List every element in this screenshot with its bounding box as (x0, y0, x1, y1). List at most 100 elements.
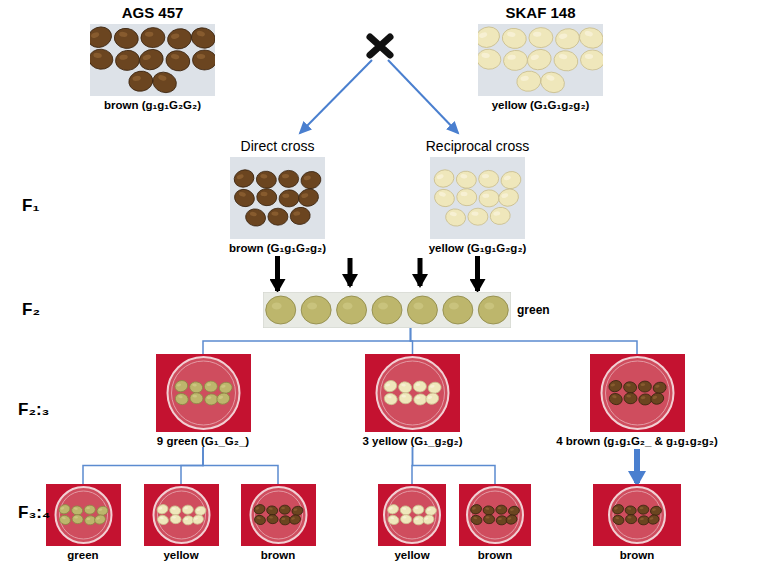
seed (478, 170, 499, 188)
seed (483, 505, 495, 516)
seed (266, 296, 296, 324)
seed (71, 514, 83, 524)
seed (137, 47, 166, 73)
phenotype-caption: brown (478, 549, 513, 561)
phenotype-caption: green (67, 549, 98, 561)
seed (470, 514, 483, 526)
seed (623, 392, 637, 404)
seed (244, 207, 267, 228)
seed-photo (365, 354, 460, 432)
generation-label: F₂:₃ (18, 400, 49, 420)
seed (182, 505, 193, 514)
seed-photo (90, 24, 215, 96)
seed (386, 503, 399, 515)
seed (398, 381, 413, 394)
seed (115, 49, 141, 71)
seed (291, 505, 304, 516)
seed-photo (144, 484, 219, 546)
seed (443, 296, 473, 324)
phenotype-caption: 9 green (G₁_G₂_) (157, 435, 249, 447)
seed (607, 379, 623, 394)
seed (204, 393, 218, 405)
seed (508, 505, 521, 516)
seed (188, 381, 203, 394)
seed (297, 187, 321, 209)
sample-title: Direct cross (241, 138, 315, 154)
sample-title: AGS 457 (122, 4, 184, 21)
seed (289, 206, 312, 226)
seed (496, 505, 507, 514)
seed (189, 25, 215, 51)
seed (155, 503, 168, 515)
seed (156, 514, 169, 526)
phenotype-caption: yellow (394, 549, 429, 561)
seed (529, 27, 554, 48)
seed-photo (156, 354, 251, 432)
seed (255, 170, 277, 190)
seed (456, 188, 477, 207)
seed-sample: brown (456, 484, 534, 561)
seed (173, 379, 189, 394)
seed-photo (478, 24, 603, 96)
sample-title: SKAF 148 (505, 4, 575, 21)
seed (413, 393, 427, 405)
generation-arrow (475, 256, 480, 291)
seed (638, 381, 651, 392)
tree-line (203, 447, 278, 484)
seed (173, 392, 189, 406)
seed (256, 188, 277, 207)
seed (554, 26, 582, 51)
seed (141, 27, 166, 48)
seed (90, 24, 114, 51)
seed (279, 505, 290, 514)
seed (505, 514, 518, 526)
seed (469, 503, 482, 515)
seed (413, 381, 426, 392)
seed (577, 25, 603, 51)
seed (278, 189, 300, 208)
seed-photo (590, 354, 685, 432)
seed-sample: brown (592, 484, 682, 561)
seed (525, 47, 554, 73)
seed (194, 505, 207, 516)
seed (501, 27, 528, 51)
seed (387, 514, 400, 526)
seed (266, 505, 278, 516)
seed-sample: SKAF 148yellow (G₁G₁g₂g₂) (468, 4, 613, 111)
seed (252, 503, 265, 515)
black-arrow (418, 258, 423, 286)
seed (647, 514, 660, 526)
seed (337, 296, 367, 324)
seed (422, 514, 435, 526)
seed-photo (263, 292, 511, 328)
seed (93, 514, 106, 526)
generation-arrow (275, 256, 280, 291)
seed (71, 505, 83, 516)
seed (413, 505, 424, 514)
seed-sample: 3 yellow (G₁_g₂g₂) (355, 354, 470, 447)
seed (652, 381, 667, 395)
phenotype-caption: brown (261, 549, 296, 561)
seed-sample: yellow (374, 484, 450, 561)
seed (382, 379, 398, 394)
seed-photo (378, 484, 446, 546)
seed-sample: 4 brown (g₁g₁G₂_ & g₁g₁g₂g₂) (542, 354, 732, 447)
seed-sample: 9 green (G₁_G₂_) (148, 354, 258, 447)
seed (192, 50, 215, 70)
cross-arrow (388, 60, 458, 133)
seed (552, 49, 580, 74)
seed (189, 392, 203, 404)
black-arrow (348, 258, 353, 286)
seed (96, 505, 109, 516)
seed (253, 514, 266, 526)
generation-label: F₂ (22, 300, 40, 320)
seed (483, 514, 495, 524)
phenotype-caption: brown (620, 549, 655, 561)
seed (372, 296, 402, 324)
seed (638, 393, 652, 405)
seed (611, 503, 624, 515)
phenotype-caption: 3 yellow (G₁_g₂g₂) (363, 435, 463, 447)
seed (515, 69, 542, 93)
seed-sample: Reciprocal crossyellow (G₁g₁G₂g₂) (410, 138, 545, 254)
